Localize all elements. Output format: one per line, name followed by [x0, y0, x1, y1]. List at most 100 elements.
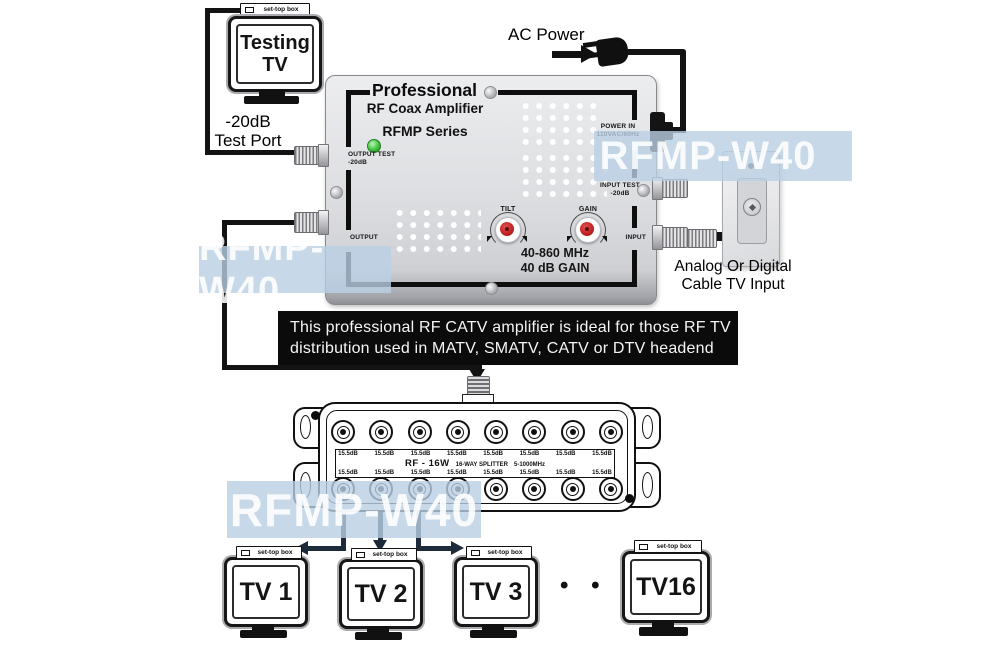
gain-arc-arrow-left	[567, 236, 572, 242]
output-test-label: OUTPUT TEST -20dB	[348, 151, 395, 167]
power-cord-into-unit	[666, 127, 686, 133]
splitter-port-ring	[566, 425, 580, 439]
set-top-box-label: set-top box	[263, 5, 299, 13]
set-top-box-label: set-top box	[656, 542, 692, 550]
watermark-band-output: RFMP-W40	[199, 227, 391, 312]
tv2-screen: TV 2	[347, 567, 415, 621]
tv1-stand-base	[240, 630, 287, 638]
cable-input-label-line2: Cable TV Input	[681, 275, 785, 293]
splitter-port-ring	[527, 425, 541, 439]
amplifier-subtitle: RF Coax Amplifier	[366, 101, 484, 116]
splitter-freq-range: 5-1000MHz	[513, 462, 545, 468]
test-port-label-line1: -20dB	[225, 112, 271, 131]
port-loss-label: 15.5dB	[410, 470, 431, 476]
splitter-mount-hole	[300, 415, 311, 439]
power-cord-horizontal	[624, 49, 686, 55]
splitter-port-ring	[413, 425, 427, 439]
splitter-port	[560, 420, 585, 444]
gain-knob-arc	[570, 212, 606, 248]
splitter-screw-top-left	[311, 411, 320, 420]
splitter-port-ring	[566, 482, 580, 496]
tv16-set-top-box: set-top box	[634, 540, 702, 553]
testing-tv-screen: Testing TV	[236, 24, 314, 84]
tv2-stand-neck	[367, 626, 389, 633]
splitter-port-pin	[416, 429, 423, 435]
watermark-band-power: RFMP-W40	[594, 131, 852, 181]
port-loss-label: 15.5dB	[555, 470, 576, 476]
tv2-label: TV 2	[354, 579, 408, 608]
tv2-monitor: TV 2	[339, 559, 423, 629]
splitter-port	[484, 477, 509, 501]
tv2-set-top-box: set-top box	[351, 548, 417, 561]
test-port-label-line2: Test Port	[214, 131, 282, 150]
testing-tv-stand-base	[244, 96, 299, 104]
input-test-label-line2: -20dB	[610, 190, 630, 197]
output-label: OUTPUT	[350, 234, 378, 241]
splitter-port	[598, 420, 623, 444]
tv2-stand-base	[355, 632, 402, 640]
set-top-box-indicator	[639, 543, 648, 550]
splitter-port	[407, 420, 432, 444]
splitter-port	[522, 477, 547, 501]
banner-line1: This professional RF CATV amplifier is i…	[290, 319, 731, 336]
faceplate-frame	[498, 90, 637, 95]
gain-label: GAIN	[578, 206, 598, 213]
port-loss-label: 15.5dB	[338, 451, 358, 457]
tv16-monitor: TV16	[622, 551, 710, 623]
splitter-port-pin	[569, 429, 576, 435]
output-test-label-line1: OUTPUT TEST	[348, 151, 396, 158]
splitter-port	[560, 477, 585, 501]
gain-knob-center	[585, 227, 589, 231]
tilt-knob-center	[505, 227, 509, 231]
port-loss-label: 15.5dB	[338, 470, 358, 476]
splitter-port-ring	[489, 425, 503, 439]
tv3-monitor: TV 3	[454, 557, 538, 627]
set-top-box-label: set-top box	[372, 550, 408, 558]
splitter-port-pin	[569, 486, 576, 492]
splitter-port	[369, 420, 394, 444]
testing-tv-label-line2: TV	[262, 54, 288, 76]
amplifier-series: RFMP Series	[382, 123, 468, 139]
splitter-ports-top-row	[331, 420, 623, 444]
cable-input-label-line1: Analog Or Digital	[674, 258, 792, 275]
splitter-spec-band: 15.5dB 15.5dB 15.5dB 15.5dB 15.5dB 15.5dB 15.5…	[335, 449, 615, 478]
splitter-port-pin	[340, 429, 346, 435]
port-loss-label: 15.5dB	[483, 470, 503, 476]
output-port-nut	[318, 210, 329, 235]
port-loss-label: 15.5dB	[374, 451, 395, 457]
splitter-cable-1-horizontal	[307, 546, 346, 551]
tv3-label: TV 3	[469, 577, 523, 606]
output-test-led	[367, 139, 381, 153]
tv1-stand-neck	[252, 624, 274, 631]
splitter-port-ring	[604, 425, 618, 439]
splitter-port	[445, 420, 470, 444]
port-loss-label: 15.5dB	[555, 451, 576, 457]
splitter-port-ring	[374, 425, 388, 439]
watermark-band-splitter: RFMP-W40	[227, 481, 481, 538]
tv16-screen: TV16	[630, 559, 702, 615]
input-port-nut	[652, 225, 663, 250]
tilt-arc-arrow-right	[522, 236, 527, 242]
screw	[637, 184, 650, 197]
port-loss-label: 15.5dB	[519, 451, 540, 457]
port-loss-label: 15.5dB	[374, 470, 395, 476]
splitter-mount-hole	[642, 415, 653, 439]
cable-output-horizontal	[222, 220, 298, 225]
faceplate-frame	[348, 90, 370, 95]
faceplate-frame	[346, 170, 351, 230]
port-loss-label: 15.5dB	[592, 451, 612, 457]
splitter-port	[331, 420, 355, 444]
cable-output-vertical	[222, 220, 227, 370]
power-in-label-line1: POWER IN	[600, 123, 636, 130]
splitter-port-pin	[531, 486, 538, 492]
set-top-box-label: set-top box	[257, 548, 293, 556]
gain-knob	[575, 217, 601, 243]
splitter-port-ring	[604, 482, 618, 496]
splitter-screw-bottom-right	[625, 494, 634, 503]
splitter-port-ring	[336, 425, 350, 439]
tv1-monitor: TV 1	[224, 557, 308, 627]
port-loss-label: 15.5dB	[519, 470, 540, 476]
testing-tv-stand-neck	[259, 89, 285, 97]
banner-line2: distribution used in MATV, SMATV, CATV o…	[290, 340, 714, 357]
tv1-label: TV 1	[239, 577, 293, 606]
